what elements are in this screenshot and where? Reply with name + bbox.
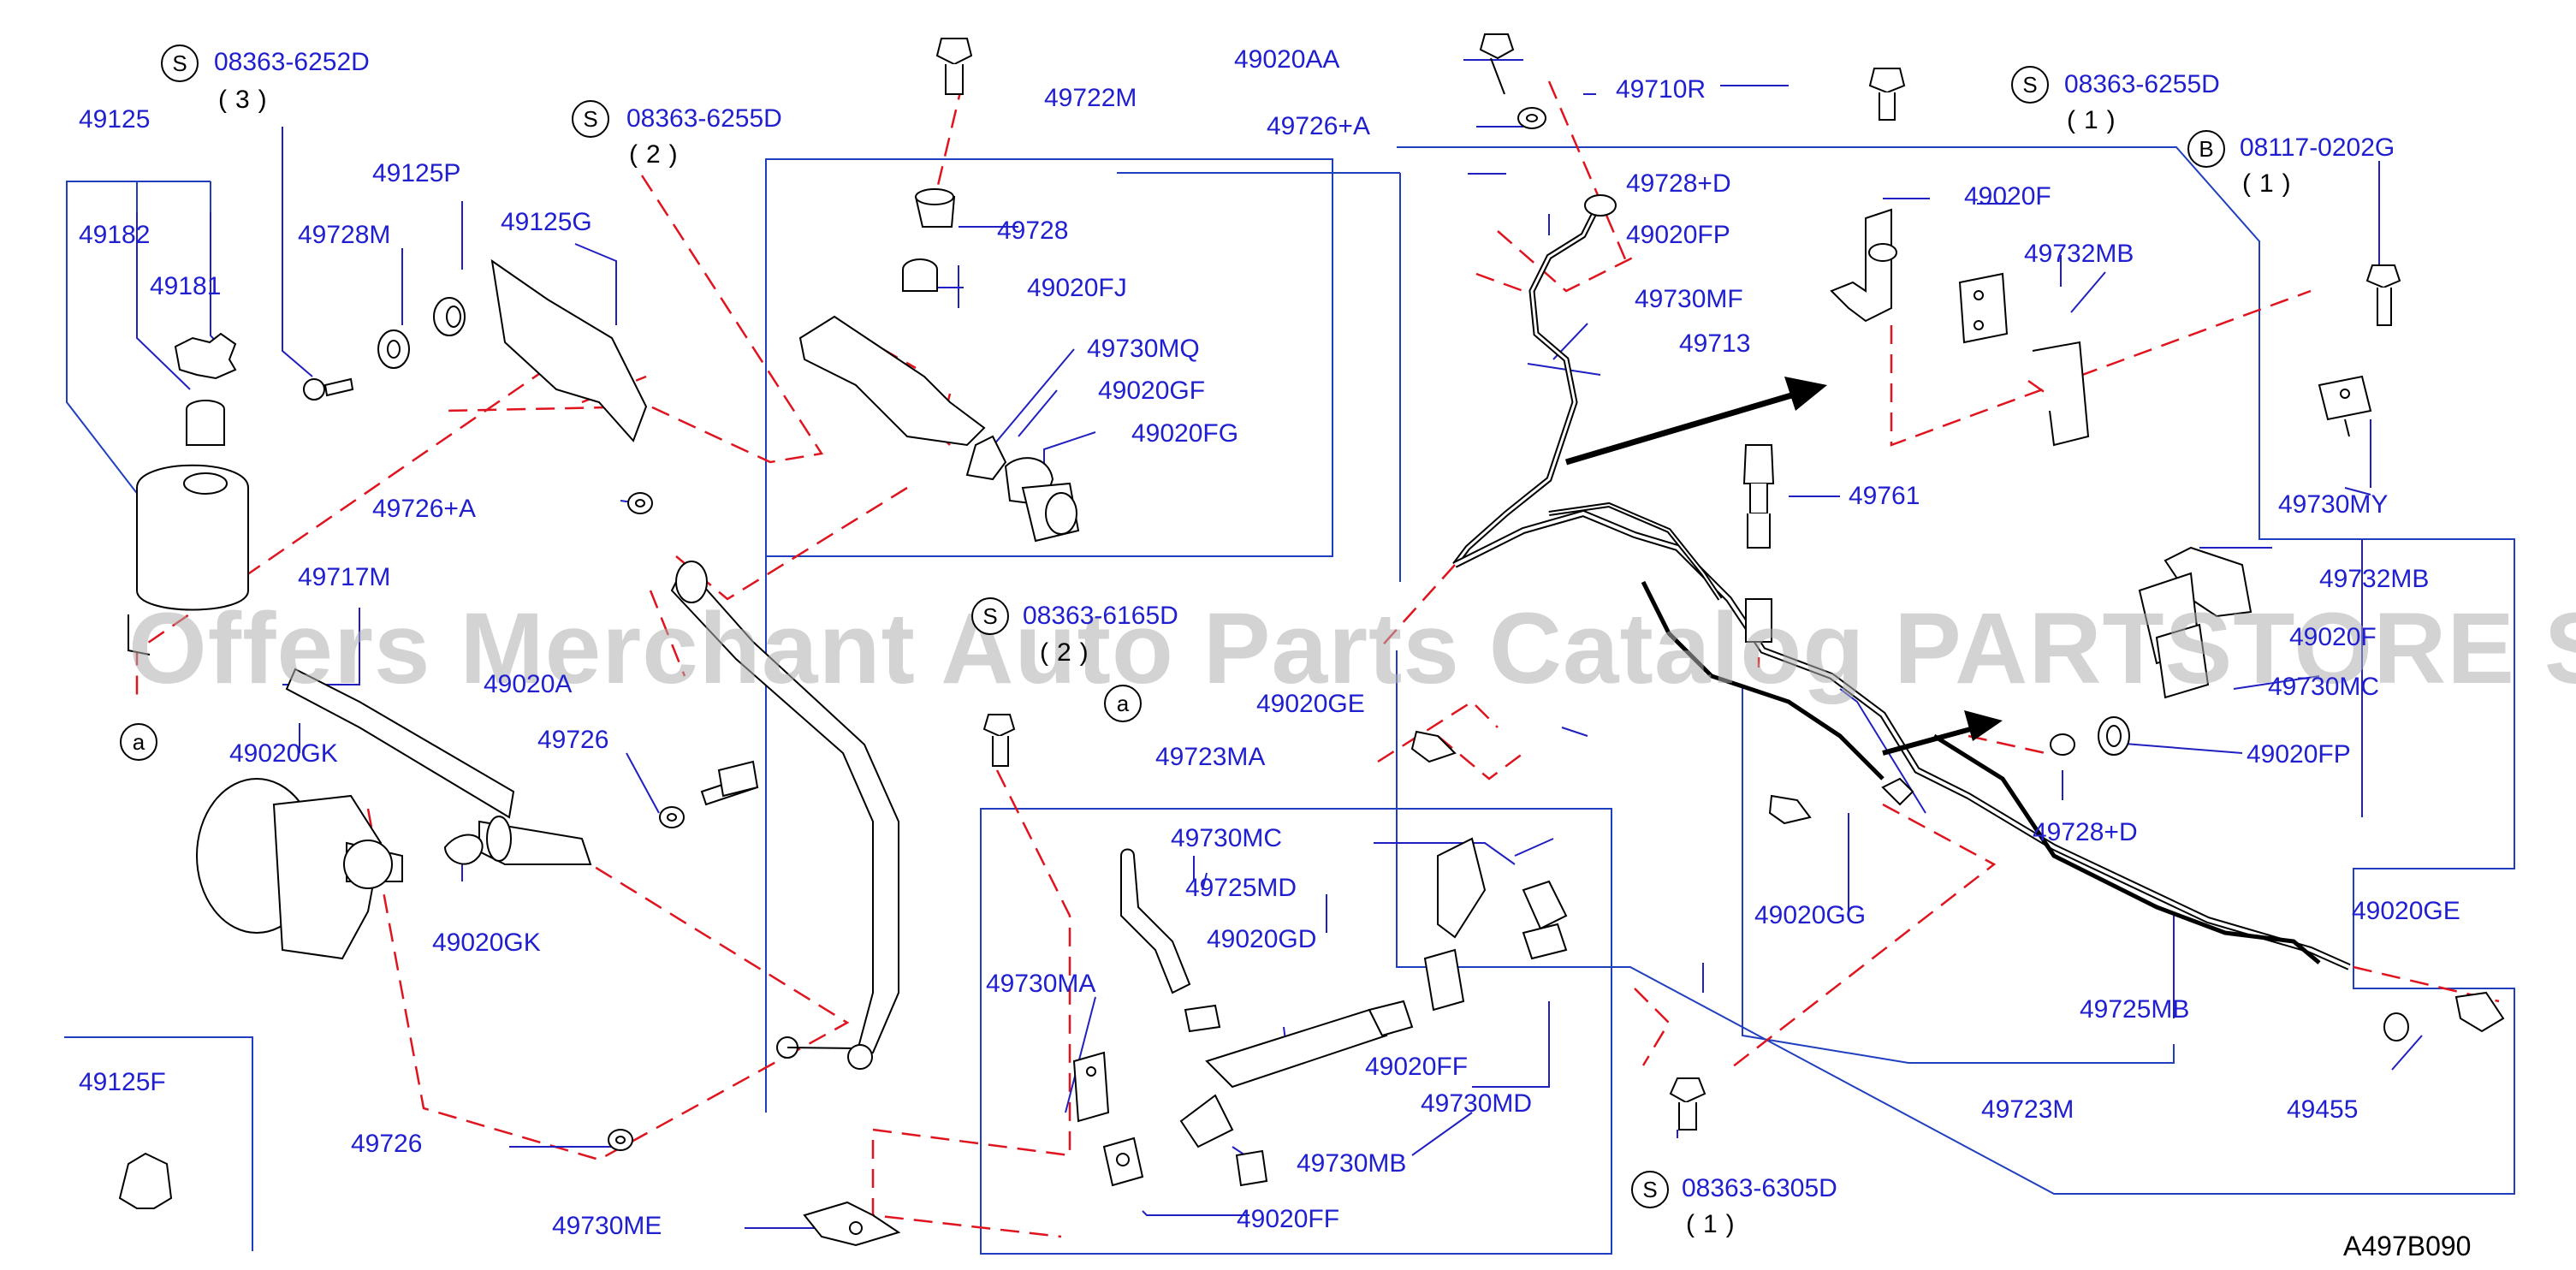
part-label[interactable]: 49761 (1849, 482, 1920, 510)
std-part-qty: (1) (2242, 169, 2300, 198)
part-label[interactable]: 49732MB (2024, 240, 2134, 268)
part-label[interactable]: 49455 (2287, 1095, 2359, 1124)
part-label[interactable]: 49020GK (432, 929, 541, 957)
std-part-qty: (3) (218, 86, 276, 114)
std-part-number[interactable]: 08363-6255D (626, 104, 782, 133)
part-label[interactable]: 49020FG (1131, 419, 1239, 448)
part-label[interactable]: 49020FF (1365, 1053, 1469, 1081)
part-label[interactable]: 49726+A (372, 495, 476, 523)
part-label[interactable]: 49020GK (229, 739, 338, 768)
std-part-number[interactable]: 08363-6255D (2064, 70, 2220, 98)
part-label[interactable]: 49020FP (2247, 740, 2351, 769)
part-label[interactable]: 49020GF (1098, 377, 1206, 405)
ref-marker-a: a (1104, 685, 1142, 722)
std-part-letter: S (2011, 66, 2049, 104)
part-label[interactable]: 49020A (484, 670, 573, 698)
std-part-letter: S (161, 45, 199, 82)
part-label[interactable]: 49020F (2289, 623, 2377, 651)
std-part-letter: B (2187, 130, 2225, 168)
std-part-number[interactable]: 08363-6252D (214, 48, 370, 76)
part-label[interactable]: 49020FP (1626, 221, 1730, 249)
part-label[interactable]: 49730MB (1297, 1149, 1407, 1178)
part-label[interactable]: 49020GE (2352, 897, 2460, 925)
part-label[interactable]: 49125G (501, 208, 592, 236)
part-label[interactable]: 49730ME (552, 1212, 662, 1240)
part-label[interactable]: 49728+D (2033, 818, 2138, 846)
part-label[interactable]: 49020GE (1256, 690, 1365, 718)
part-label[interactable]: 49020GG (1754, 901, 1867, 929)
std-part-qty: (1) (1686, 1210, 1743, 1238)
part-label[interactable]: 49728M (298, 221, 391, 249)
direction-arrows (1565, 377, 2003, 756)
part-label[interactable]: 49725MD (1185, 874, 1297, 902)
part-label[interactable]: 49717M (298, 563, 391, 591)
std-part-qty: (2) (1040, 638, 1097, 667)
part-label[interactable]: 49181 (150, 272, 222, 300)
part-label[interactable]: 49730MA (986, 970, 1096, 998)
std-part-qty: (2) (629, 140, 686, 169)
part-label[interactable]: 49728+D (1626, 169, 1731, 198)
part-label[interactable]: 49182 (79, 221, 151, 249)
std-part-letter: S (572, 100, 609, 138)
part-label[interactable]: 49020FF (1237, 1205, 1340, 1233)
diagram-code: A497B090 (2343, 1231, 2472, 1261)
part-label[interactable]: 49125F (79, 1068, 166, 1096)
std-part-letter: S (1631, 1171, 1669, 1208)
part-label[interactable]: 49020F (1964, 182, 2051, 211)
std-part-number[interactable]: 08117-0202G (2240, 134, 2395, 162)
ref-marker-a: a (120, 723, 157, 761)
std-part-letter: S (971, 597, 1009, 635)
parts-artwork (118, 33, 2505, 1247)
part-label[interactable]: 49710R (1616, 75, 1706, 104)
std-part-number[interactable]: 08363-6165D (1023, 602, 1178, 630)
group-frames (64, 146, 2515, 1255)
part-label[interactable]: 49728 (997, 217, 1069, 245)
part-label[interactable]: 49726 (351, 1130, 423, 1158)
part-label[interactable]: 49020AA (1234, 45, 1340, 74)
part-label[interactable]: 49723MA (1155, 743, 1266, 771)
watermark: Offers Merchant Auto Parts Catalog PARTS… (128, 592, 2576, 705)
part-label[interactable]: 49125P (372, 159, 461, 187)
part-label[interactable]: 49730MY (2278, 490, 2389, 519)
part-label[interactable]: 49726 (537, 726, 609, 754)
std-part-qty: (1) (2067, 106, 2124, 134)
part-label[interactable]: 49726+A (1267, 112, 1370, 140)
part-label[interactable]: 49730MC (1171, 824, 1283, 852)
std-part-number[interactable]: 08363-6305D (1682, 1174, 1837, 1202)
part-label[interactable]: 49713 (1679, 329, 1751, 358)
part-label[interactable]: 49730MQ (1087, 335, 1200, 363)
part-label[interactable]: 49725MB (2080, 995, 2190, 1024)
part-label[interactable]: 49020FJ (1027, 274, 1127, 302)
part-label[interactable]: 49722M (1044, 84, 1137, 112)
part-label[interactable]: 49723M (1981, 1095, 2074, 1124)
part-label[interactable]: 49730MF (1635, 285, 1743, 313)
part-label[interactable]: 49730MD (1421, 1089, 1533, 1118)
part-label[interactable]: 49730MC (2268, 673, 2380, 701)
part-label[interactable]: 49125 (79, 105, 151, 134)
part-label[interactable]: 49020GD (1207, 925, 1317, 953)
part-label[interactable]: 49732MB (2319, 565, 2430, 593)
